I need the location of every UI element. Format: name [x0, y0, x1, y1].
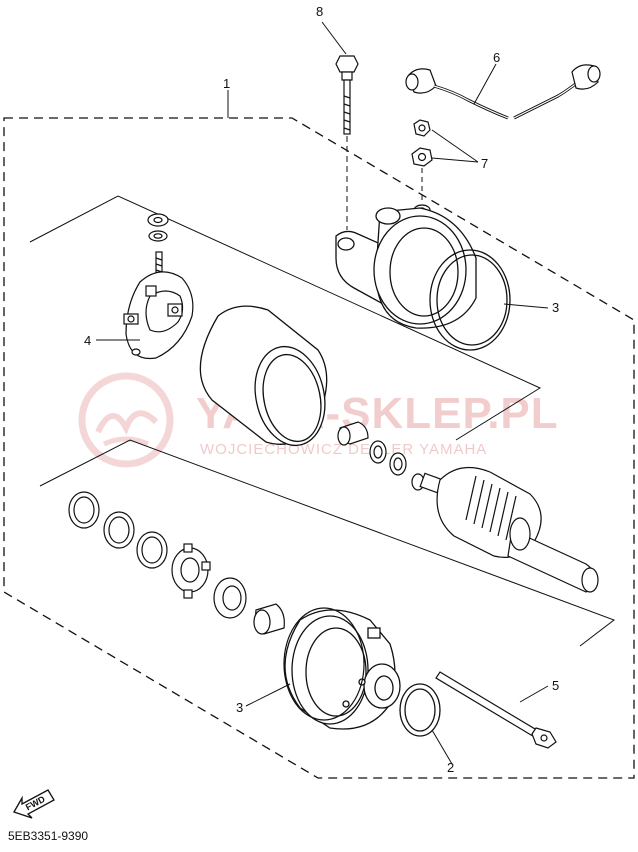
front-cover — [284, 609, 401, 730]
bushing-and-washers — [337, 421, 407, 476]
lower-washers — [68, 491, 168, 569]
o-ring-part-2 — [399, 683, 441, 737]
callout-4: 4 — [84, 333, 91, 348]
diagram-code: 5EB3351-9390 — [8, 829, 89, 843]
leader-lines — [96, 21, 549, 765]
callout-3-lower: 3 — [236, 700, 243, 715]
watermark-logo — [78, 372, 174, 468]
yoke-housing — [199, 305, 328, 447]
upper-subgroup-outline — [29, 195, 542, 441]
upper-washers — [147, 213, 169, 242]
end-cover — [335, 207, 477, 329]
o-ring-lower-part-3 — [283, 607, 365, 721]
through-bolt-part-5 — [435, 671, 557, 749]
lower-subgroup-outline — [39, 439, 616, 647]
bearing — [213, 577, 247, 619]
bolt-part-8 — [335, 55, 359, 135]
callout-7: 7 — [481, 156, 488, 171]
callout-6: 6 — [493, 50, 500, 65]
lead-wire-part-6 — [405, 64, 601, 120]
nuts-part-7 — [411, 119, 433, 216]
watermark-subtitle: WOJCIECHOWICZ DEALER YAMAHA — [200, 441, 487, 458]
needle-bearing — [253, 603, 285, 635]
callout-3-upper: 3 — [552, 300, 559, 315]
callout-8: 8 — [316, 4, 323, 19]
o-ring-upper-part-3 — [429, 249, 511, 351]
brush-holder-part-4 — [123, 251, 194, 360]
armature — [411, 466, 599, 593]
callout-1: 1 — [223, 76, 230, 91]
fwd-arrow-icon: FWD — [13, 789, 55, 819]
callout-2: 2 — [447, 760, 454, 775]
assembly-boundary — [3, 117, 635, 779]
callout-5: 5 — [552, 678, 559, 693]
lock-plate — [171, 543, 211, 599]
